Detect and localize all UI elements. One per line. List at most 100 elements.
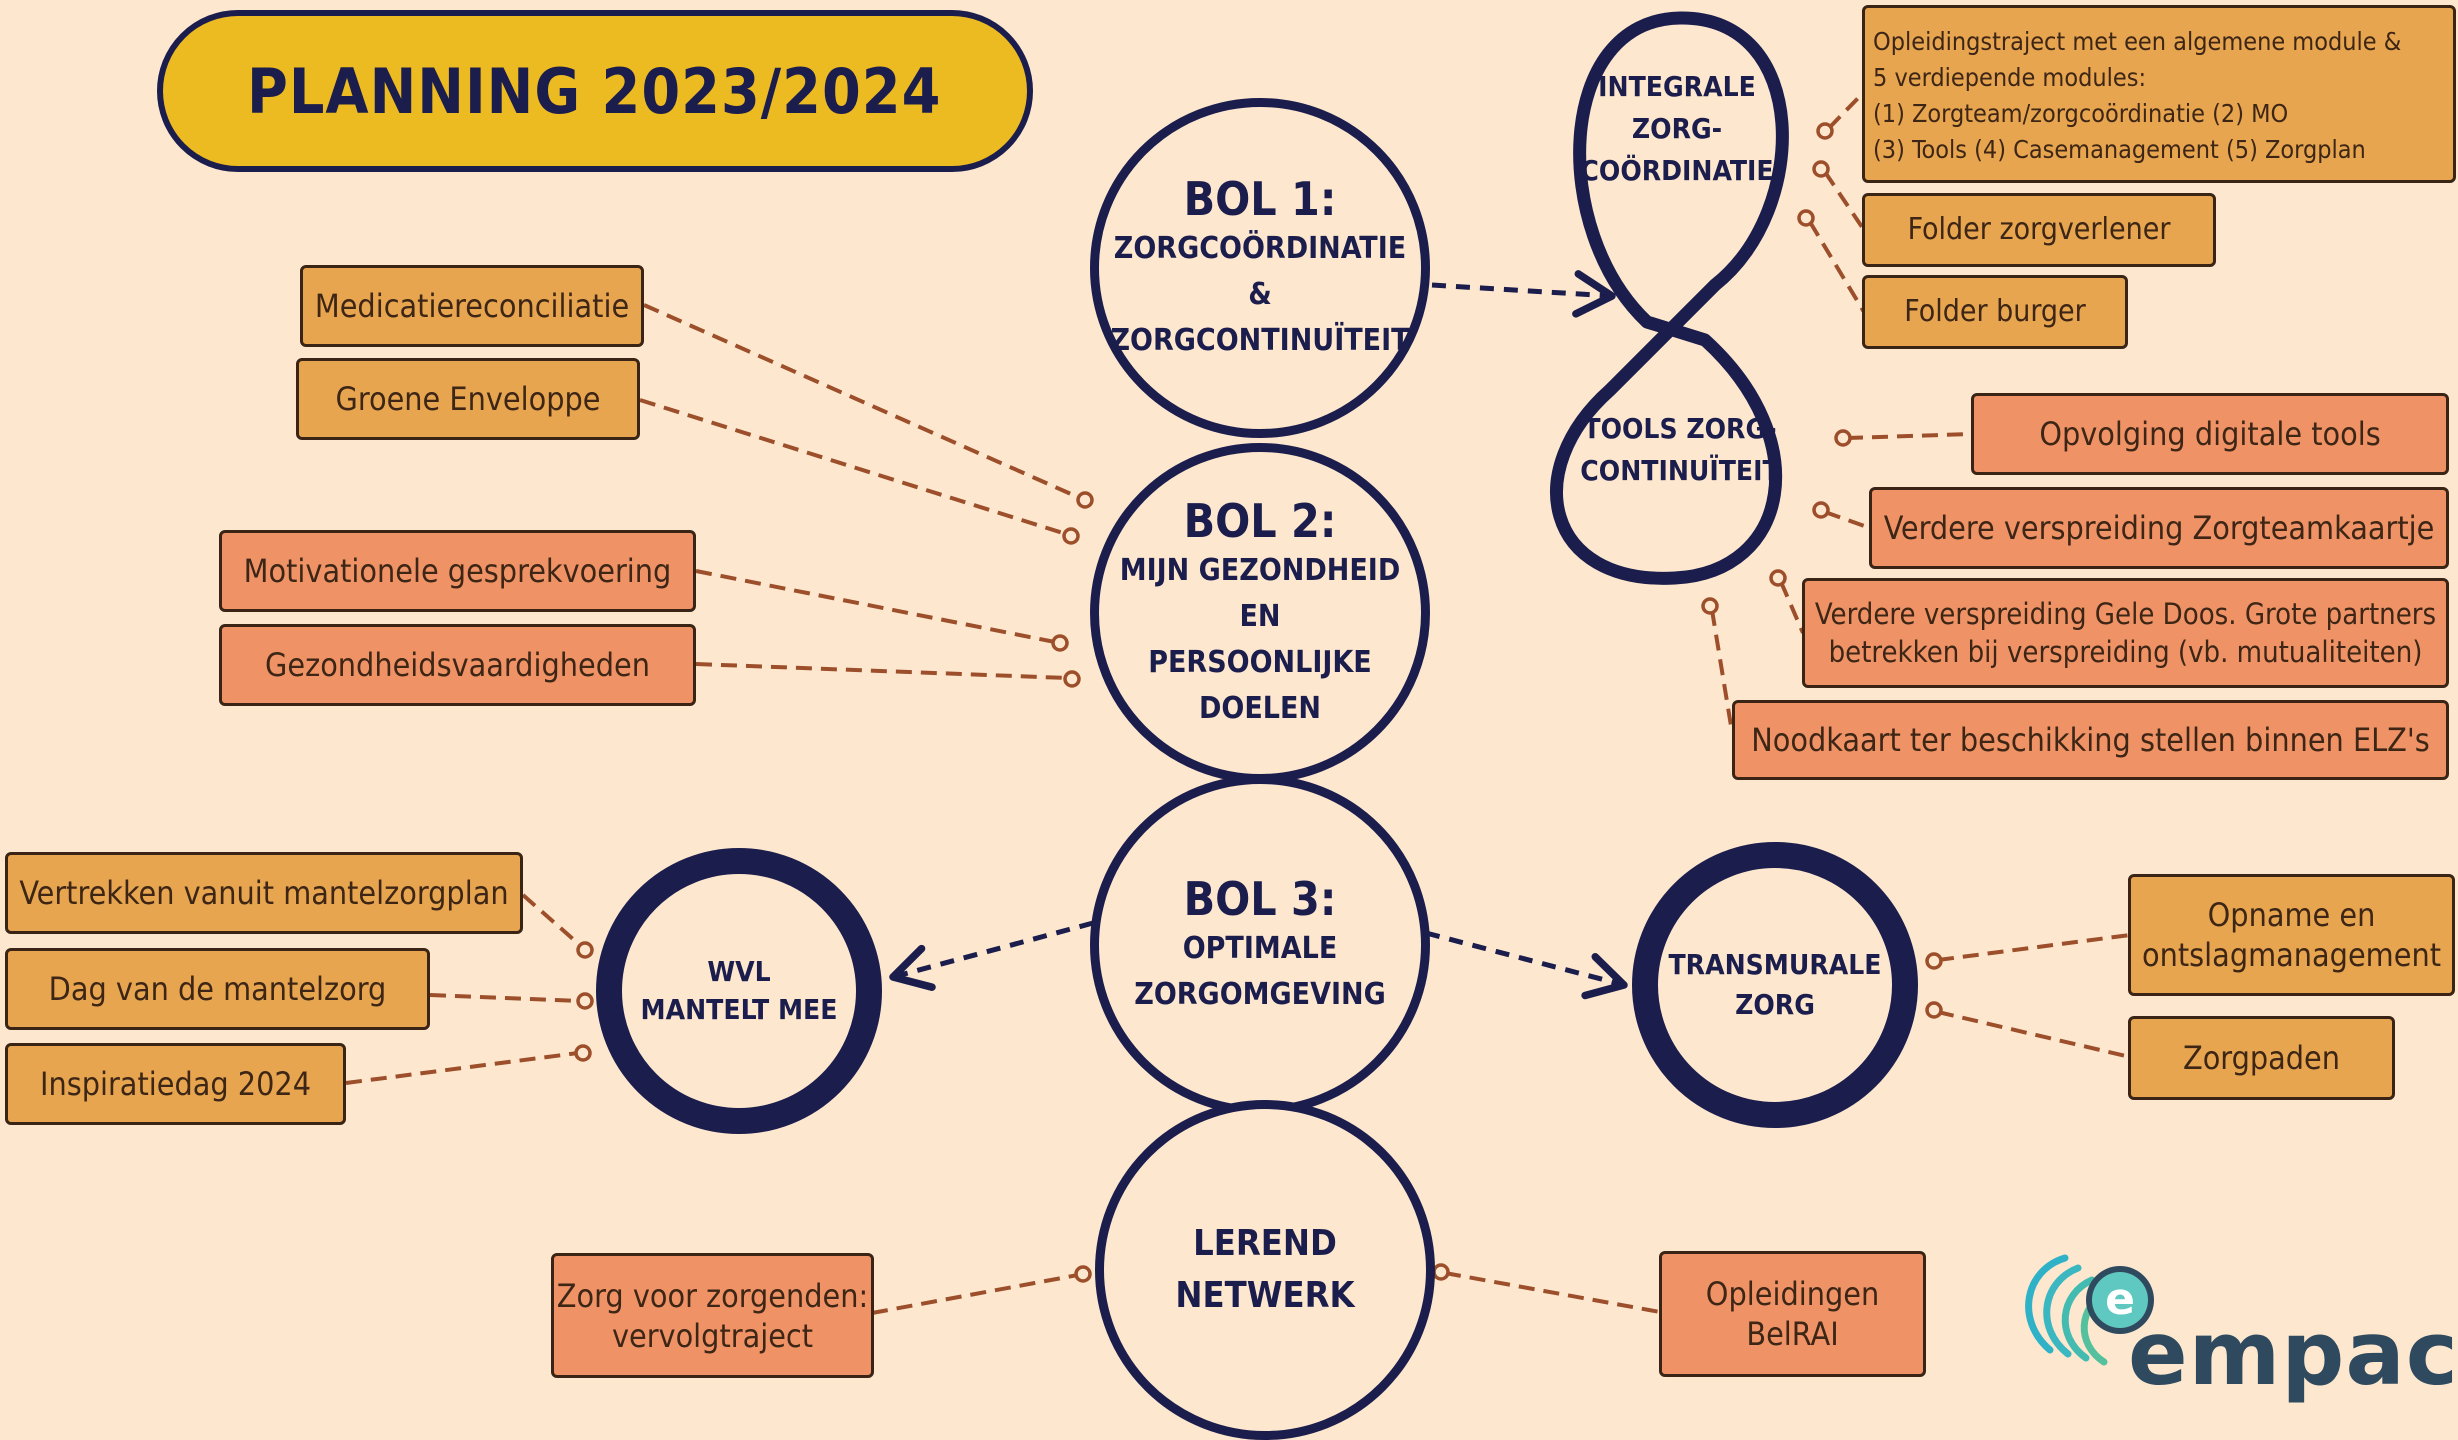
- wvl-line1: WVL: [707, 955, 771, 988]
- lerend-netwerk-circle: LEREND NETWERK: [1095, 1100, 1435, 1440]
- opleidingstraject-line1: Opleidingstraject met een algemene modul…: [1873, 27, 2402, 56]
- box-opleidingstraject: Opleidingstraject met een algemene modul…: [1862, 5, 2456, 183]
- folder-zorgverlener-label: Folder zorgverlener: [1907, 212, 2171, 247]
- connector-dot: [1834, 429, 1852, 447]
- connector-zorg-voor-zorgenden: [871, 1273, 1079, 1315]
- motivationele-label: Motivationele gesprekvoering: [243, 552, 672, 590]
- connector-gele-doos: [1779, 581, 1805, 634]
- medicatie-label: Medicatiereconciliatie: [314, 287, 630, 325]
- zorgpaden-label: Zorgpaden: [2182, 1039, 2341, 1077]
- bol2-heading: BOL 2:: [1183, 494, 1337, 548]
- connector-dot: [1812, 501, 1830, 519]
- zorg-voor-zorgenden-line2: vervolgtraject: [611, 1316, 814, 1355]
- transmurale-line1: TRANSMURALE: [1668, 948, 1882, 981]
- bol3-line1: OPTIMALE: [1182, 931, 1338, 966]
- connector-opname: [1937, 933, 2131, 962]
- infinity-top-line3: COÖRDINATIE: [1580, 154, 1774, 187]
- infinity-top-line2: ZORG-: [1631, 112, 1723, 145]
- bol1-heading: BOL 1:: [1183, 172, 1337, 226]
- folder-burger-label: Folder burger: [1904, 294, 2086, 329]
- box-zorgpaden: Zorgpaden: [2128, 1016, 2395, 1100]
- arrow-bol1-to-infinity: [1431, 270, 1616, 318]
- opleidingstraject-line2: 5 verdiepende modules:: [1873, 63, 2147, 92]
- box-medicatiereconciliatie: Medicatiereconciliatie: [300, 265, 644, 347]
- bol3-line2: ZORGOMGEVING: [1134, 977, 1386, 1012]
- opleidingstraject-line4: (3) Tools (4) Casemanagement (5) Zorgpla…: [1873, 135, 2366, 164]
- connector-dot: [576, 992, 594, 1010]
- connector-zorgteamkaartje: [1824, 510, 1871, 530]
- connector-dot: [1925, 1001, 1943, 1019]
- bol1-line3: ZORGCONTINUÏTEIT: [1110, 323, 1410, 358]
- connector-gezondheidsvaardigheden: [695, 662, 1068, 680]
- box-inspiratiedag: Inspiratiedag 2024: [5, 1043, 346, 1125]
- box-opname-ontslagmanagement: Opname en ontslagmanagement: [2128, 874, 2455, 996]
- connector-groene: [639, 398, 1067, 536]
- transmurale-line2: ZORG: [1735, 988, 1815, 1021]
- connector-vertrekken: [521, 893, 584, 949]
- box-motivationele-gesprekvoering: Motivationele gesprekvoering: [219, 530, 696, 612]
- groene-label: Groene Enveloppe: [335, 380, 601, 418]
- gezondheidsvaardigheden-label: Gezondheidsvaardigheden: [265, 646, 650, 684]
- box-vertrekken-mantelzorgplan: Vertrekken vanuit mantelzorgplan: [5, 852, 523, 934]
- connector-opleidingen: [1444, 1271, 1661, 1314]
- connector-dot: [1769, 569, 1787, 587]
- connector-zorgpaden: [1937, 1010, 2131, 1059]
- connector-noodkaart: [1710, 609, 1734, 733]
- infinity-bottom-label: TOOLS ZORG- CONTINUÏTEIT: [1565, 408, 1795, 492]
- box-folder-burger: Folder burger: [1862, 275, 2128, 349]
- arrow-bol3-to-wvl: [889, 920, 1094, 991]
- box-opvolging-digitale-tools: Opvolging digitale tools: [1971, 393, 2449, 475]
- connector-dot: [1816, 122, 1834, 140]
- connector-dot: [1062, 527, 1080, 545]
- bol3-heading: BOL 3:: [1183, 872, 1337, 926]
- infinity-top-label: INTEGRALE ZORG- COÖRDINATIE: [1567, 66, 1787, 192]
- connector-dag: [429, 993, 581, 1003]
- connector-dot: [576, 941, 594, 959]
- infinity-loop: [1550, 11, 1789, 585]
- transmurale-circle: TRANSMURALE ZORG: [1632, 842, 1918, 1128]
- noodkaart-label: Noodkaart ter beschikking stellen binnen…: [1751, 721, 2430, 759]
- dag-label: Dag van de mantelzorg: [48, 970, 387, 1008]
- zorgteamkaartje-label: Verdere verspreiding Zorgteamkaartje: [1883, 509, 2435, 547]
- connector-folder-zorgverlener: [1823, 170, 1866, 232]
- lerend-line2: NETWERK: [1175, 1275, 1355, 1316]
- connector-medicatie: [643, 303, 1081, 500]
- connector-dot: [1925, 952, 1943, 970]
- lerend-line1: LEREND: [1193, 1223, 1337, 1264]
- box-zorgteamkaartje: Verdere verspreiding Zorgteamkaartje: [1869, 487, 2449, 569]
- connector-dot: [1051, 634, 1069, 652]
- bol2-circle: BOL 2: MIJN GEZONDHEID EN PERSOONLIJKE D…: [1090, 443, 1430, 783]
- box-zorg-voor-zorgenden: Zorg voor zorgenden: vervolgtraject: [551, 1253, 874, 1378]
- box-folder-zorgverlener: Folder zorgverlener: [1862, 193, 2216, 267]
- box-gezondheidsvaardigheden: Gezondheidsvaardigheden: [219, 624, 696, 706]
- connector-opleidingstraject: [1827, 90, 1866, 130]
- title-banner: PLANNING 2023/2024: [157, 10, 1033, 172]
- infinity-bottom-line2: CONTINUÏTEIT: [1580, 454, 1780, 487]
- box-noodkaart: Noodkaart ter beschikking stellen binnen…: [1732, 700, 2449, 780]
- opleidingen-line2: BelRAI: [1746, 1315, 1839, 1353]
- infinity-bottom-line1: TOOLS ZORG-: [1583, 412, 1777, 445]
- opname-line1: Opname en: [2207, 896, 2376, 934]
- gele-doos-line2: betrekken bij verspreiding (vb. mutualit…: [1828, 635, 2423, 669]
- connector-dot: [1701, 597, 1719, 615]
- connector-dot: [1063, 670, 1081, 688]
- inspiratiedag-label: Inspiratiedag 2024: [39, 1065, 312, 1103]
- wvl-circle: WVL MANTELT MEE: [596, 848, 882, 1134]
- opname-line2: ontslagmanagement: [2142, 936, 2441, 974]
- bol2-line1: MIJN GEZONDHEID EN: [1119, 553, 1401, 634]
- opleidingen-line1: Opleidingen: [1705, 1275, 1880, 1313]
- gele-doos-line1: Verdere verspreiding Gele Doos. Grote pa…: [1814, 597, 2437, 631]
- box-groene-enveloppe: Groene Enveloppe: [296, 358, 640, 440]
- bol2-line2: PERSOONLIJKE: [1148, 645, 1372, 680]
- empact-logo-mark: e: [2025, 1254, 2154, 1366]
- opleidingstraject-line3: (1) Zorgteam/zorgcoördinatie (2) MO: [1873, 99, 2289, 128]
- box-gele-doos: Verdere verspreiding Gele Doos. Grote pa…: [1802, 578, 2449, 688]
- box-opleidingen-belrai: Opleidingen BelRAI: [1659, 1251, 1926, 1377]
- page-title: PLANNING 2023/2024: [247, 54, 942, 128]
- bol2-line3: DOELEN: [1198, 691, 1322, 726]
- connector-dot: [1074, 1265, 1092, 1283]
- connector-opvolging: [1846, 432, 1973, 440]
- connector-dot: [1432, 1263, 1450, 1281]
- infinity-top-line1: INTEGRALE: [1598, 70, 1756, 103]
